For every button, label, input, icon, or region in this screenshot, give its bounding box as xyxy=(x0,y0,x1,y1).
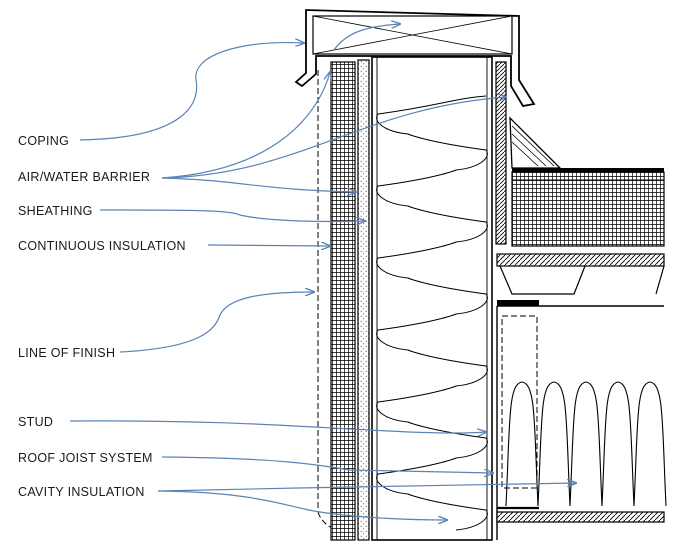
label-line-of-finish: LINE OF FINISH xyxy=(18,346,116,360)
label-continuous-insulation: CONTINUOUS INSULATION xyxy=(18,239,186,253)
leader-sheathing xyxy=(99,209,365,221)
leader-coping xyxy=(79,43,304,141)
leader-cavity-2 xyxy=(157,490,447,520)
leader-roof-joist xyxy=(161,456,493,473)
stud-wall xyxy=(371,56,493,541)
leader-cavity-1 xyxy=(157,483,576,492)
label-air-water-barrier: AIR/WATER BARRIER xyxy=(18,170,151,184)
label-cavity-insulation: CAVITY INSULATION xyxy=(18,485,145,499)
coping-cap xyxy=(294,9,536,107)
leader-continuous-insulation xyxy=(207,245,330,246)
label-roof-joist-system: ROOF JOIST SYSTEM xyxy=(18,451,153,465)
leader-barrier-2 xyxy=(161,97,506,179)
leader-stud xyxy=(69,420,486,433)
leader-line-of-finish xyxy=(119,292,314,353)
label-coping: COPING xyxy=(18,134,70,148)
leader-barrier-3 xyxy=(161,177,356,192)
leader-coping-cap xyxy=(333,24,400,51)
label-sheathing: SHEATHING xyxy=(18,204,93,218)
line-of-finish xyxy=(317,70,333,529)
roof-assembly xyxy=(496,116,667,540)
label-stud: STUD xyxy=(18,415,54,429)
continuous-insulation-band xyxy=(330,61,356,541)
leader-barrier-1 xyxy=(161,72,330,179)
sheathing-band xyxy=(357,59,370,541)
leader-lines xyxy=(69,24,576,520)
interior-sheathing-strip xyxy=(495,61,507,245)
